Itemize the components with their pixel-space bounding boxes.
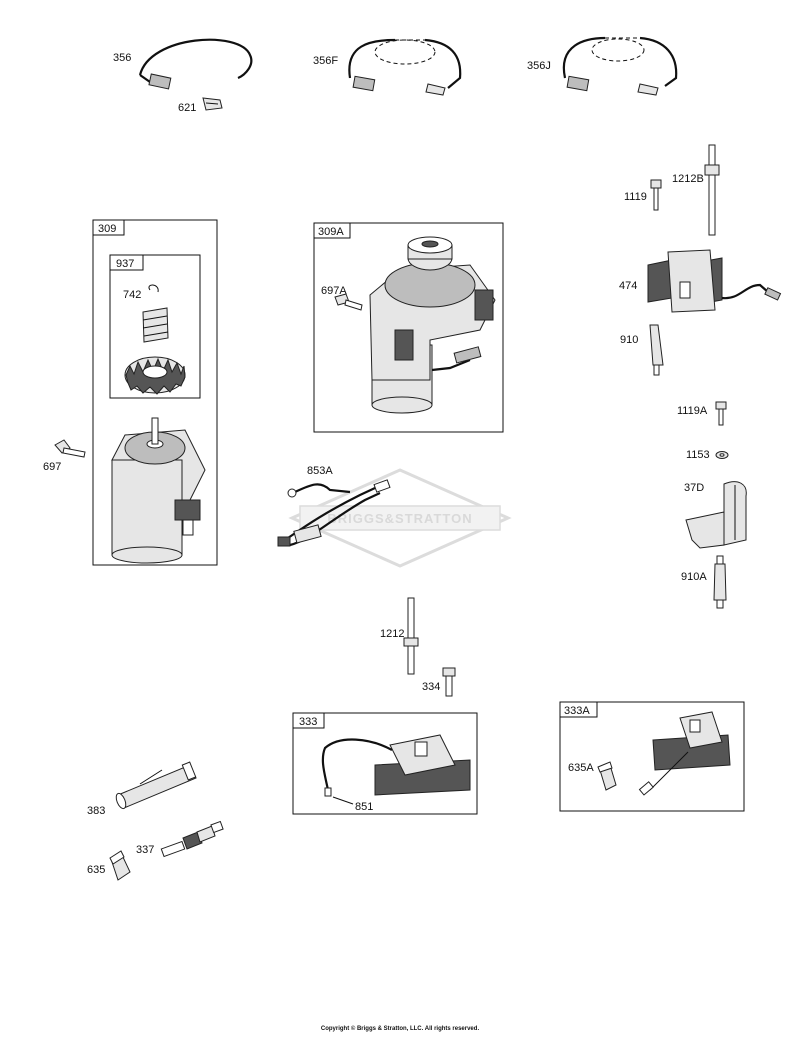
part-1153-washer[interactable] [715, 451, 729, 459]
label-356J: 356J [527, 60, 551, 72]
part-635A-spark-plug-boot[interactable] [597, 761, 617, 791]
label-383: 383 [87, 805, 105, 817]
part-383-spark-tester[interactable] [114, 761, 197, 810]
part-333A-armature[interactable] [638, 711, 731, 796]
tag-309 [92, 219, 125, 236]
label-697A: 697A [321, 285, 347, 297]
part-1212B-stud[interactable] [704, 144, 720, 236]
label-697: 697 [43, 461, 61, 473]
label-1212: 1212 [380, 628, 404, 640]
part-309A-starter-motor[interactable] [369, 236, 496, 414]
tag-333A [559, 701, 598, 718]
part-starter-motor[interactable] [111, 417, 206, 564]
label-1119: 1119 [624, 191, 647, 203]
label-621: 621 [178, 102, 196, 114]
part-1119-bolt[interactable] [650, 179, 662, 211]
box-937 [109, 254, 201, 399]
watermark-text: BRIGGS&STRATTON [327, 511, 472, 526]
label-334: 334 [422, 681, 440, 693]
label-1212B: 1212B [672, 173, 704, 185]
label-37D: 37D [684, 482, 704, 494]
label-309A: 309A [318, 226, 344, 238]
part-697A-bolt[interactable] [334, 293, 363, 311]
part-1119A-bolt[interactable] [715, 401, 727, 426]
label-1153: 1153 [686, 449, 710, 461]
tag-937 [109, 254, 144, 271]
label-853A: 853A [307, 465, 333, 477]
label-635A: 635A [568, 762, 594, 774]
tag-333 [292, 712, 325, 729]
part-742-clip[interactable] [148, 284, 159, 293]
label-742: 742 [123, 289, 141, 301]
label-937: 937 [116, 258, 134, 270]
label-333: 333 [299, 716, 317, 728]
box-309A [313, 222, 504, 433]
label-333A: 333A [564, 705, 590, 717]
part-853A-harness[interactable] [277, 479, 391, 547]
part-334-bolt[interactable] [442, 667, 456, 697]
part-356J-wire[interactable] [562, 36, 678, 96]
label-851: 851 [355, 801, 373, 813]
part-621-terminal[interactable] [202, 97, 223, 111]
label-309: 309 [98, 223, 116, 235]
part-333-armature[interactable] [321, 734, 471, 797]
part-356-wire[interactable] [138, 38, 253, 90]
part-910A-spacer[interactable] [713, 555, 727, 609]
part-910-spacer[interactable] [649, 324, 664, 376]
label-356F: 356F [313, 55, 338, 67]
part-635-spark-plug-boot[interactable] [109, 850, 131, 881]
label-474: 474 [619, 280, 637, 292]
part-1212-stud[interactable] [403, 597, 419, 675]
label-356: 356 [113, 52, 131, 64]
copyright-text: Copyright © Briggs & Stratton, LLC. All … [321, 1025, 480, 1032]
part-697-bolt[interactable] [54, 439, 86, 458]
tag-309A [313, 222, 351, 239]
label-337: 337 [136, 844, 154, 856]
label-910: 910 [620, 334, 638, 346]
part-356F-wire[interactable] [348, 38, 462, 96]
part-337-spark-plug[interactable] [160, 820, 224, 858]
label-910A: 910A [681, 571, 707, 583]
label-1119A: 1119A [677, 405, 708, 417]
box-333 [292, 712, 478, 815]
part-drive-pinion[interactable] [124, 307, 186, 395]
part-37D-bracket[interactable] [685, 481, 747, 549]
brand-watermark: BRIGGS&STRATTON [288, 468, 512, 568]
box-309 [92, 219, 218, 566]
label-635: 635 [87, 864, 105, 876]
leader-851 [332, 796, 354, 805]
part-474-ignition-coil[interactable] [647, 249, 782, 313]
box-333A [559, 701, 745, 812]
